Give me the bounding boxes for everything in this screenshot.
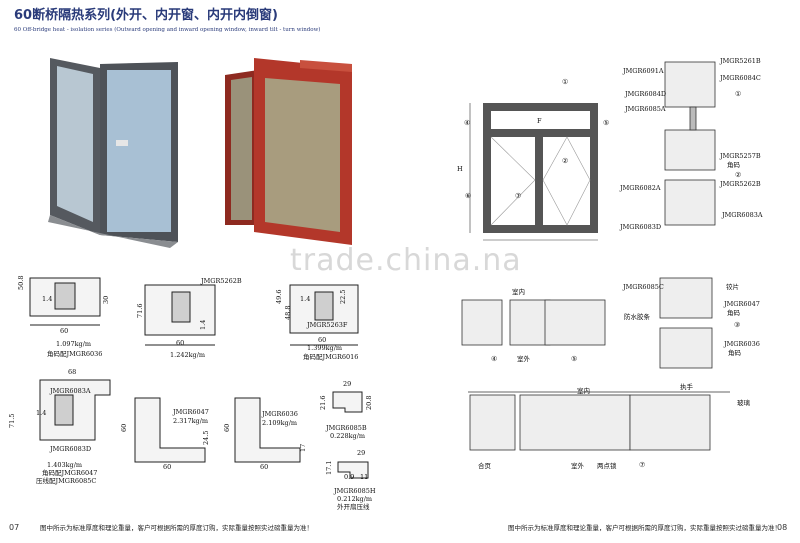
p5262b-dim-b: 1.4 bbox=[199, 319, 207, 330]
p6085h-dim-h: 17.1 bbox=[325, 460, 333, 475]
elev-c7: ⑦ bbox=[515, 192, 522, 200]
sec-l1: JMGR6091A bbox=[623, 67, 664, 75]
p6085b-dim-h: 21.6 bbox=[319, 395, 327, 410]
sec-l7: 角码 bbox=[727, 161, 740, 169]
p6083a-weight: 1.403kg/m bbox=[47, 461, 83, 469]
sec-l17: JMGR6036 bbox=[724, 340, 760, 348]
p6036b-dim-b: 17 bbox=[299, 443, 307, 452]
p6047-dim-b: 24.5 bbox=[202, 430, 210, 445]
p6047-weight: 2.317kg/m bbox=[173, 417, 209, 425]
secb-glass: 玻璃 bbox=[737, 399, 750, 407]
secm-c4: ④ bbox=[491, 355, 498, 363]
sec-l15: 角码 bbox=[727, 309, 740, 317]
secm-c5: ⑤ bbox=[571, 355, 578, 363]
sec-l5: JMGR6085A bbox=[625, 105, 666, 113]
p6085h-code: JMGR6085H bbox=[334, 487, 376, 495]
sec-l8: JMGR6082A bbox=[620, 184, 661, 192]
p6085b-dim-b: 20.8 bbox=[365, 395, 373, 410]
p6085h-dim-b: 11 bbox=[360, 473, 369, 481]
sec-l2: JMGR5261B bbox=[720, 57, 761, 65]
p6036-dim-w: 60 bbox=[60, 327, 69, 335]
sec-c3: ③ bbox=[734, 321, 741, 329]
sec-l18: 角码 bbox=[728, 349, 741, 357]
elev-f: F bbox=[537, 117, 542, 125]
p6036-dim-h: 50.8 bbox=[17, 275, 25, 290]
p5262b-code: JMGR5262B bbox=[201, 277, 242, 285]
page-title: 60断桥隔热系列(外开、内开窗、内开内倒窗) bbox=[14, 8, 278, 23]
p6083a-code2: JMGR6083D bbox=[50, 445, 92, 453]
p6036-dim-a: 1.4 bbox=[42, 295, 53, 303]
secb-handle: 执手 bbox=[680, 383, 693, 391]
p6083a-code: JMGR6083A bbox=[50, 387, 91, 395]
p5263f-code: JMGR5263F bbox=[307, 321, 348, 329]
p6047-dim-h: 60 bbox=[120, 423, 128, 432]
watermark: trade.china.na bbox=[290, 243, 522, 278]
p5263f-dim-b: 22.5 bbox=[339, 289, 347, 304]
elev-c4: ④ bbox=[464, 119, 471, 127]
sec-c2: ② bbox=[735, 171, 742, 179]
p6036-note: 角码配JMGR6036 bbox=[47, 350, 103, 358]
p5263f-note: 角码配JMGR6016 bbox=[303, 353, 359, 361]
sec-l4: JMGR6084C bbox=[720, 74, 761, 82]
p6047-code: JMGR6047 bbox=[173, 408, 209, 416]
p6085h-note: 外开扇压线 bbox=[337, 503, 370, 511]
sec-l16: 防水胶条 bbox=[624, 313, 650, 321]
p6085h-dim-w: 29 bbox=[357, 449, 366, 457]
p6036b-dim-w: 60 bbox=[260, 463, 269, 471]
p6083a-dim-top: 68 bbox=[68, 368, 77, 376]
elev-c1: ① bbox=[562, 78, 569, 86]
p6036-dim-b: 30 bbox=[102, 295, 110, 304]
elev-h: H bbox=[457, 165, 463, 173]
right-page-number: 08 bbox=[777, 523, 788, 532]
sec-c1: ① bbox=[735, 90, 742, 98]
p5262b-weight: 1.242kg/m bbox=[170, 351, 206, 359]
p5262b-dim-h: 71.6 bbox=[136, 303, 144, 318]
p6036b-code: JMGR6036 bbox=[262, 410, 298, 418]
sec-l12: JMGR6085C bbox=[623, 283, 664, 291]
p5263f-dim-h: 49.6 bbox=[275, 289, 283, 304]
p6036-weight: 1.097kg/m bbox=[56, 340, 92, 348]
p5263f-dim-a: 1.4 bbox=[300, 295, 311, 303]
right-footer-note: 图中所示为标准厚度和理论重量，客户可根据所需的厚度订购，实际重量按照实过磅重量为… bbox=[508, 524, 781, 532]
p6047-dim-w: 60 bbox=[163, 463, 172, 471]
p6036b-dim-h: 60 bbox=[223, 423, 231, 432]
secm-indoor: 室内 bbox=[512, 288, 525, 296]
p6083a-dim-a: 1.4 bbox=[36, 409, 47, 417]
p6083a-note2: 压线配JMGR6085C bbox=[36, 477, 97, 485]
sec-l3: JMGR6084D bbox=[625, 90, 667, 98]
secb-seal: 合页 bbox=[478, 462, 491, 470]
sec-l14: JMGR6047 bbox=[724, 300, 760, 308]
sec-l13: 铰片 bbox=[726, 283, 739, 291]
p5263f-dim-w: 60 bbox=[318, 336, 327, 344]
sec-l11: JMGR6083D bbox=[620, 223, 662, 231]
secb-outdoor: 室外 bbox=[571, 462, 584, 470]
elev-c5: ⑤ bbox=[603, 119, 610, 127]
left-page-number: 07 bbox=[9, 523, 20, 532]
p6085b-weight: 0.228kg/m bbox=[330, 432, 366, 440]
secb-c7: ⑦ bbox=[639, 461, 646, 469]
p6083a-dim-h: 71.5 bbox=[8, 413, 16, 428]
sec-l6: JMGR5257B bbox=[720, 152, 761, 160]
p5263f-weight: 1.399kg/m bbox=[307, 344, 343, 352]
p6085h-weight: 0.212kg/m bbox=[337, 495, 373, 503]
page-subtitle: 60 Off-bridge heat - isolation series (O… bbox=[14, 27, 321, 33]
elev-c6: ⑥ bbox=[465, 192, 472, 200]
sec-l10: JMGR6083A bbox=[722, 211, 763, 219]
p6085b-dim-w: 29 bbox=[343, 380, 352, 388]
p6085h-dim-a: 0.9 bbox=[344, 473, 355, 481]
secb-hinge: 两点锁 bbox=[597, 462, 617, 470]
p5263f-dim-h2: 48.8 bbox=[284, 305, 292, 320]
secm-outdoor: 室外 bbox=[517, 355, 530, 363]
elev-c2: ② bbox=[562, 157, 569, 165]
p6036b-weight: 2.109kg/m bbox=[262, 419, 298, 427]
left-footer-note: 图中所示为标准厚度和理论重量，客户可根据所需的厚度订购，实际重量按照实过磅重量为… bbox=[40, 524, 313, 532]
p6085b-code: JMGR6085B bbox=[326, 424, 367, 432]
p6083a-note1: 角码配JMGR6047 bbox=[42, 469, 98, 477]
p5262b-dim-w: 60 bbox=[176, 339, 185, 347]
sec-l9: JMGR5262B bbox=[720, 180, 761, 188]
secb-indoor: 室内 bbox=[577, 387, 590, 395]
